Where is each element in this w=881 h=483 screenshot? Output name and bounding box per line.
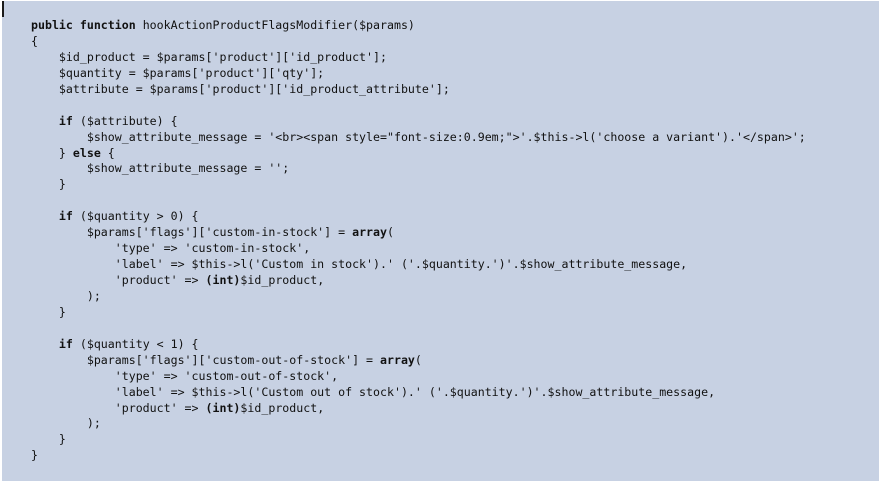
code-token: $id_product, <box>240 400 325 415</box>
code-line <box>31 193 879 209</box>
code-token: { <box>100 145 115 160</box>
code-line: 'type' => 'custom-in-stock', <box>31 241 879 257</box>
code-token: ( <box>387 225 394 240</box>
code-line: $attribute = $params['product']['id_prod… <box>31 82 879 98</box>
code-keyword: if <box>58 209 73 224</box>
code-token: hookActionProductFlagsModifier($params) <box>142 18 415 32</box>
code-line: $show_attribute_message = ''; <box>31 161 879 177</box>
text-cursor-marker <box>2 1 4 17</box>
code-line: $quantity = $params['product']['qty']; <box>31 66 879 82</box>
code-token: ); <box>31 416 101 431</box>
code-token <box>31 114 59 128</box>
code-token: $show_attribute_message = '<br><span sty… <box>31 129 806 144</box>
code-token: $attribute = $params['product']['id_prod… <box>31 81 450 96</box>
code-line: } <box>31 432 879 448</box>
code-line: $params['flags']['custom-in-stock'] = ar… <box>31 225 879 241</box>
code-token: ); <box>31 288 101 303</box>
code-token: ( <box>414 352 422 367</box>
code-token: 'label' => $this->l('Custom out of stock… <box>31 384 716 399</box>
code-keyword: public function <box>31 18 143 32</box>
code-line: } <box>31 177 879 193</box>
code-token: $params['flags']['custom-in-stock'] = <box>31 225 353 240</box>
code-keyword: array <box>352 225 387 240</box>
code-token: } <box>31 448 38 463</box>
code-line: } <box>31 305 879 321</box>
code-keyword: (int) <box>205 400 241 415</box>
code-line: $params['flags']['custom-out-of-stock'] … <box>31 353 879 369</box>
code-line: ); <box>31 416 879 432</box>
code-token <box>31 337 59 351</box>
code-token: ($attribute) { <box>72 113 178 128</box>
code-line: if ($attribute) { <box>31 114 879 130</box>
code-token: $quantity = $params['product']['qty']; <box>31 65 325 80</box>
code-token: 'label' => $this->l('Custom in stock').'… <box>31 257 688 272</box>
code-line: 'product' => (int)$id_product, <box>31 401 879 417</box>
code-token: $params['flags']['custom-out-of-stock'] … <box>31 352 381 367</box>
code-token: 'type' => 'custom-out-of-stock', <box>31 368 339 383</box>
code-token: { <box>31 33 38 48</box>
code-line: ); <box>31 289 879 305</box>
code-token: 'type' => 'custom-in-stock', <box>31 241 311 256</box>
code-line: public function hookActionProductFlagsMo… <box>31 18 879 34</box>
code-line: 'product' => (int)$id_product, <box>31 273 879 289</box>
code-token: 'product' => <box>31 400 206 415</box>
code-line: } <box>31 448 879 464</box>
code-token <box>31 209 59 223</box>
code-line: if ($quantity > 0) { <box>31 209 879 225</box>
code-block: public function hookActionProductFlagsMo… <box>31 18 879 464</box>
code-token: $id_product, <box>240 273 325 287</box>
code-line: if ($quantity < 1) { <box>31 337 879 353</box>
code-line: $id_product = $params['product']['id_pro… <box>31 50 879 66</box>
code-keyword: else <box>72 145 101 160</box>
code-token: } <box>31 432 66 447</box>
code-line: $show_attribute_message = '<br><span sty… <box>31 130 879 146</box>
code-token: ($quantity > 0) { <box>72 209 199 224</box>
code-keyword: if <box>58 336 73 351</box>
code-token: } <box>31 304 66 319</box>
code-keyword: array <box>380 352 415 367</box>
code-line: 'label' => $this->l('Custom in stock').'… <box>31 257 879 273</box>
code-line: { <box>31 34 879 50</box>
code-line: 'label' => $this->l('Custom out of stock… <box>31 385 879 401</box>
code-keyword: if <box>58 113 73 128</box>
code-line: } else { <box>31 146 879 162</box>
code-token: } <box>31 177 66 192</box>
code-token: $id_product = $params['product']['id_pro… <box>31 49 387 64</box>
code-line <box>31 321 879 337</box>
code-token: ($quantity < 1) { <box>72 336 199 351</box>
code-token: $show_attribute_message = ''; <box>31 161 290 176</box>
code-line: 'type' => 'custom-out-of-stock', <box>31 369 879 385</box>
code-keyword: (int) <box>205 273 241 287</box>
code-line <box>31 98 879 114</box>
code-token: 'product' => <box>31 273 206 287</box>
code-token: } <box>31 145 73 160</box>
